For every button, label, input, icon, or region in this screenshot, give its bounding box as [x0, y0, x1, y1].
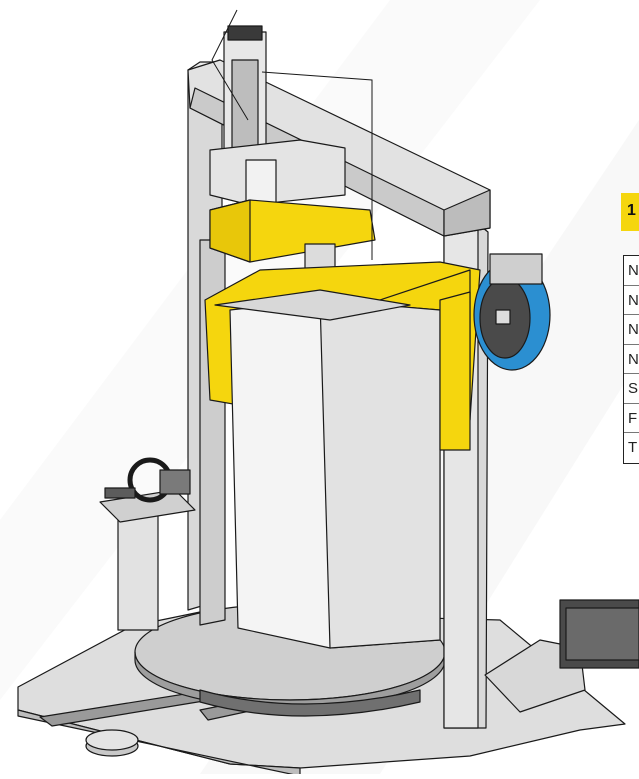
actuator-bracket [209, 139, 346, 206]
annotation-leader-lines [211, 9, 373, 260]
top-motor-actuator [489, 253, 543, 285]
spec-row: N [624, 315, 639, 345]
yellow-side-panel [439, 291, 471, 451]
callout-badge-label: 1 [627, 202, 636, 219]
spec-table: N N N N S F T [623, 255, 639, 464]
spec-row: N [624, 286, 639, 315]
spec-row: N [624, 256, 639, 286]
spec-row: F [624, 404, 639, 433]
left-support-column [117, 509, 159, 631]
spec-row: T [628, 439, 638, 456]
spec-row: N [624, 345, 639, 374]
callout-badge: 1 [621, 193, 639, 231]
spec-row: S [624, 374, 639, 404]
